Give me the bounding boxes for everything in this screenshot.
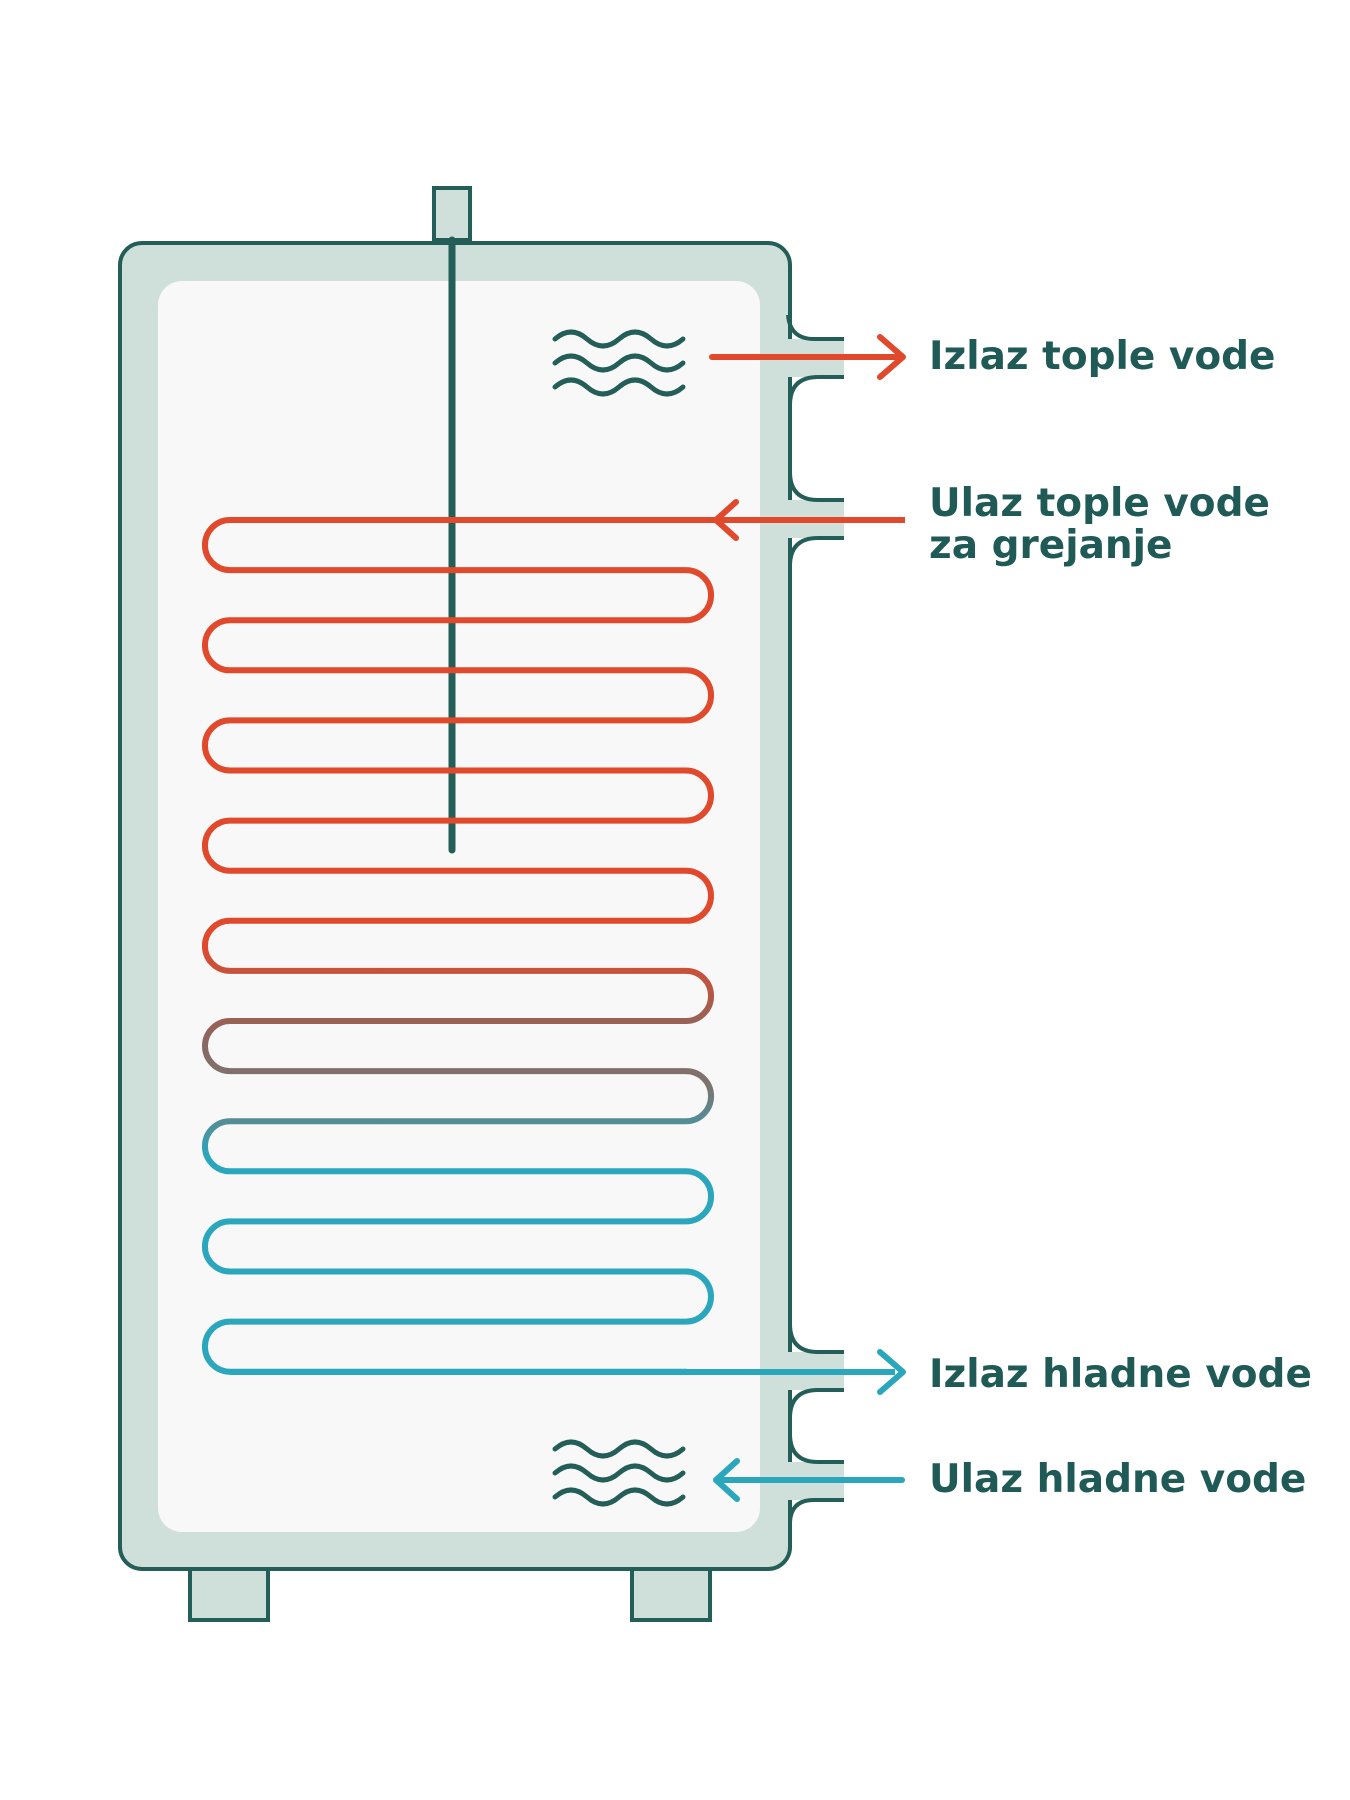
label-heating-water-in-line1: Ulaz tople vode	[929, 481, 1270, 526]
wave-line	[552, 1487, 686, 1507]
cold-in-arrow	[713, 1458, 905, 1502]
label-cold-water-in: Ulaz hladne vode	[929, 1457, 1307, 1502]
hot-out-arrow	[709, 334, 906, 380]
wave-line	[552, 353, 686, 373]
foot-right	[630, 1567, 712, 1622]
label-hot-water-out: Izlaz tople vode	[929, 334, 1276, 379]
label-cold-water-out: Izlaz hladne vode	[929, 1352, 1312, 1397]
water-waves-icon	[552, 1439, 686, 1507]
label-heating-water-in: Ulaz tople vode za grejanje	[929, 483, 1270, 567]
top-fitting	[432, 186, 472, 242]
label-heating-water-in-line2: za grejanje	[929, 523, 1173, 568]
tank-interior	[158, 281, 760, 1532]
wave-line	[552, 329, 686, 349]
pipe-outline	[786, 314, 844, 1525]
wave-line	[552, 1439, 686, 1459]
wave-line	[552, 1463, 686, 1483]
arrow-left-icon	[713, 499, 739, 541]
heating-coil	[202, 517, 714, 1375]
wave-line	[552, 377, 686, 397]
tank-feet	[188, 1567, 712, 1622]
water-waves-icon	[552, 329, 686, 397]
arrow-right-icon	[877, 1349, 906, 1395]
pipe-connections	[788, 339, 844, 1500]
arrow-right-icon	[877, 334, 906, 380]
foot-left	[188, 1567, 270, 1622]
arrow-left-icon	[713, 1458, 740, 1502]
